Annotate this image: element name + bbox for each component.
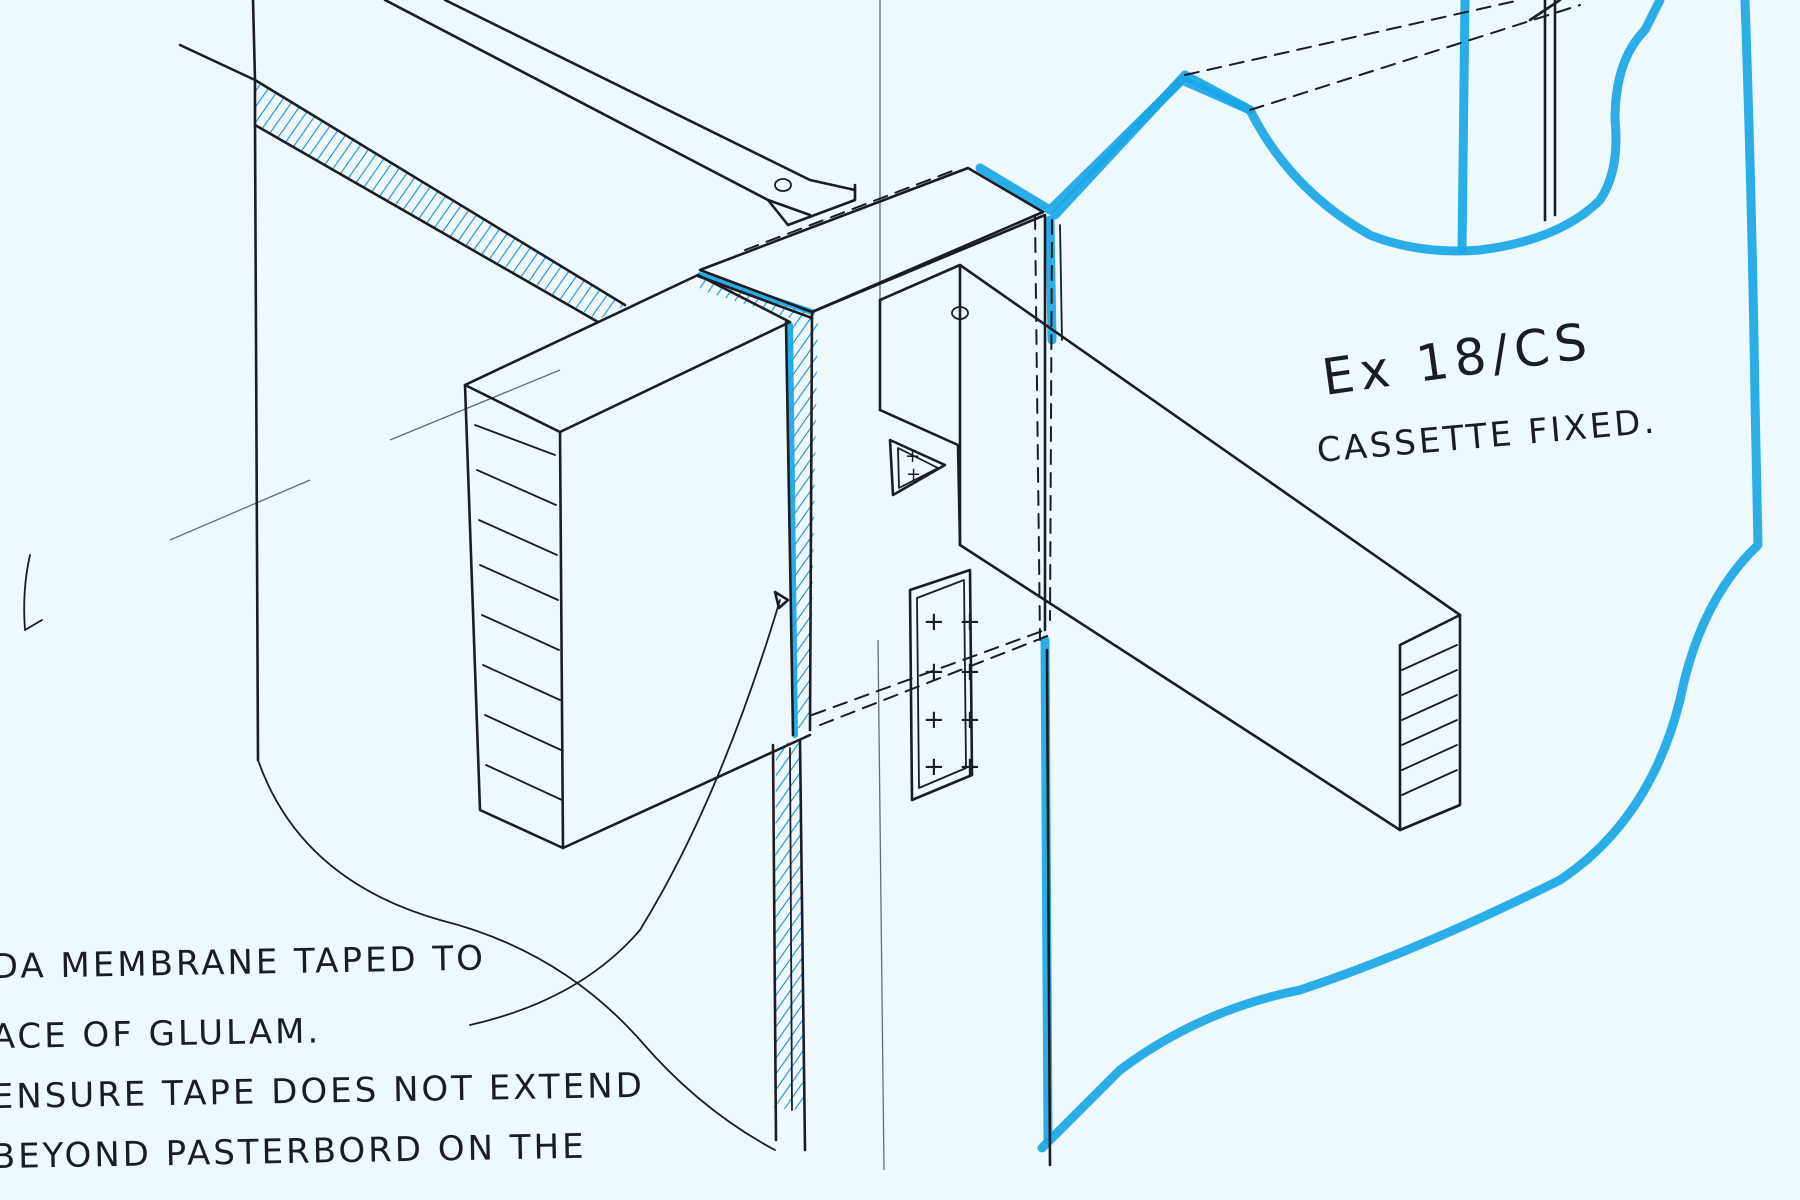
- annotation-membrane: DA MEMBRANE TAPED TO ACE OF GLULAM. ENSU…: [0, 939, 645, 1178]
- membrane-note-line-2: ACE OF GLULAM.: [0, 1011, 322, 1057]
- svg-text:+ +: + +: [923, 657, 984, 687]
- membrane-note-line-1: DA MEMBRANE TAPED TO: [0, 939, 486, 988]
- membrane-note-line-4: BEYOND PASTERBORD ON THE: [0, 1127, 587, 1177]
- svg-text:+ +: + +: [923, 705, 984, 735]
- structure-linework: + + + + + + + + + +: [178, 0, 1581, 1167]
- wall-highlight: [975, 0, 1763, 1153]
- svg-text:+: +: [905, 446, 923, 467]
- svg-text:+ +: + +: [923, 607, 984, 637]
- svg-text:+: +: [906, 464, 924, 485]
- svg-text:+ +: + +: [923, 752, 984, 782]
- construction-lines: [23, 0, 885, 1171]
- membrane-note-line-3: ENSURE TAPE DOES NOT EXTEND: [0, 1066, 645, 1117]
- cassette-note: CASSETTE FIXED.: [1315, 401, 1658, 471]
- annotation-cassette: Ex 18/CS CASSETTE FIXED.: [1315, 312, 1658, 471]
- cassette-ref: Ex 18/CS: [1319, 312, 1597, 407]
